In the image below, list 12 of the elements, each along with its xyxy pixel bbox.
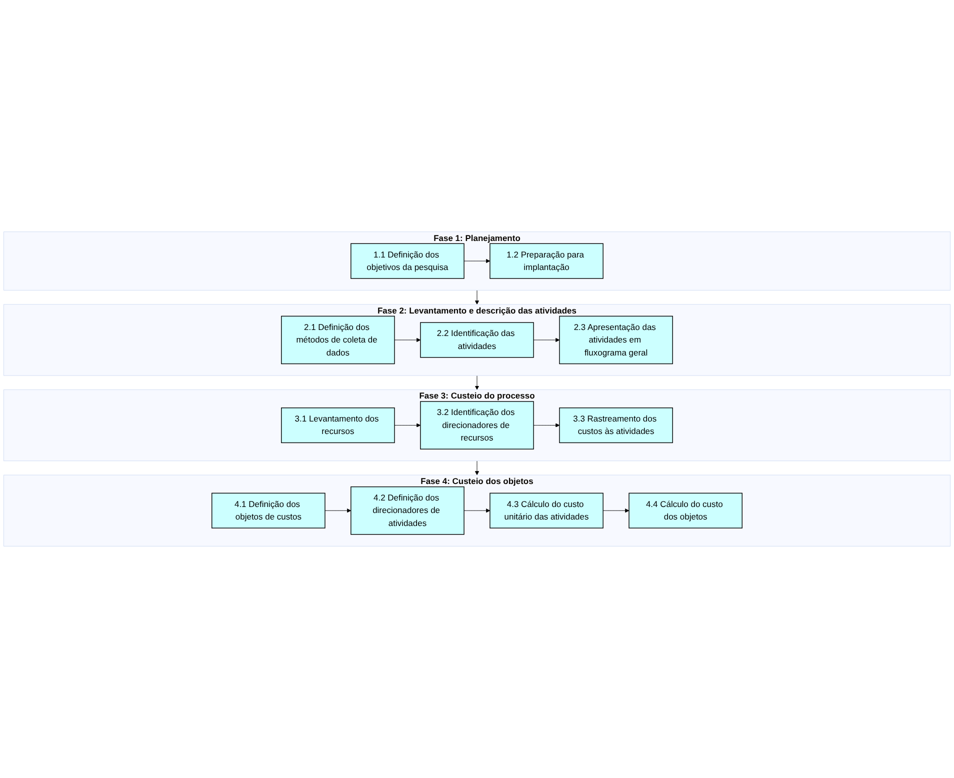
node-box: 4.3 Cálculo do custo unitário das atividades bbox=[490, 492, 604, 528]
node-box: 2.2 Identificação das atividades bbox=[420, 322, 534, 358]
node-box: 3.1 Levantamento dos recursos bbox=[281, 408, 395, 444]
node-box: 3.2 Identificação dos direcionadores de recursos bbox=[420, 401, 534, 450]
node-box: 2.1 Definição dos métodos de coleta de dados bbox=[281, 316, 395, 364]
node-box: 4.1 Definição dos objetos de custos bbox=[212, 492, 326, 528]
node-box: 1.1 Definição dos objetivos da pesquisa bbox=[350, 243, 464, 279]
node-box: 3.3 Rastreamento dos custos às atividades bbox=[559, 408, 673, 444]
node-box: 4.2 Definição dos direcionadores de atividades bbox=[350, 486, 464, 535]
node-box: 1.2 Preparação para implantação bbox=[490, 243, 604, 279]
node-box: 2.3 Apresentação das atividades em fluxograma geral bbox=[559, 316, 673, 364]
node-box: 4.4 Cálculo do custo dos objetos bbox=[628, 492, 742, 528]
